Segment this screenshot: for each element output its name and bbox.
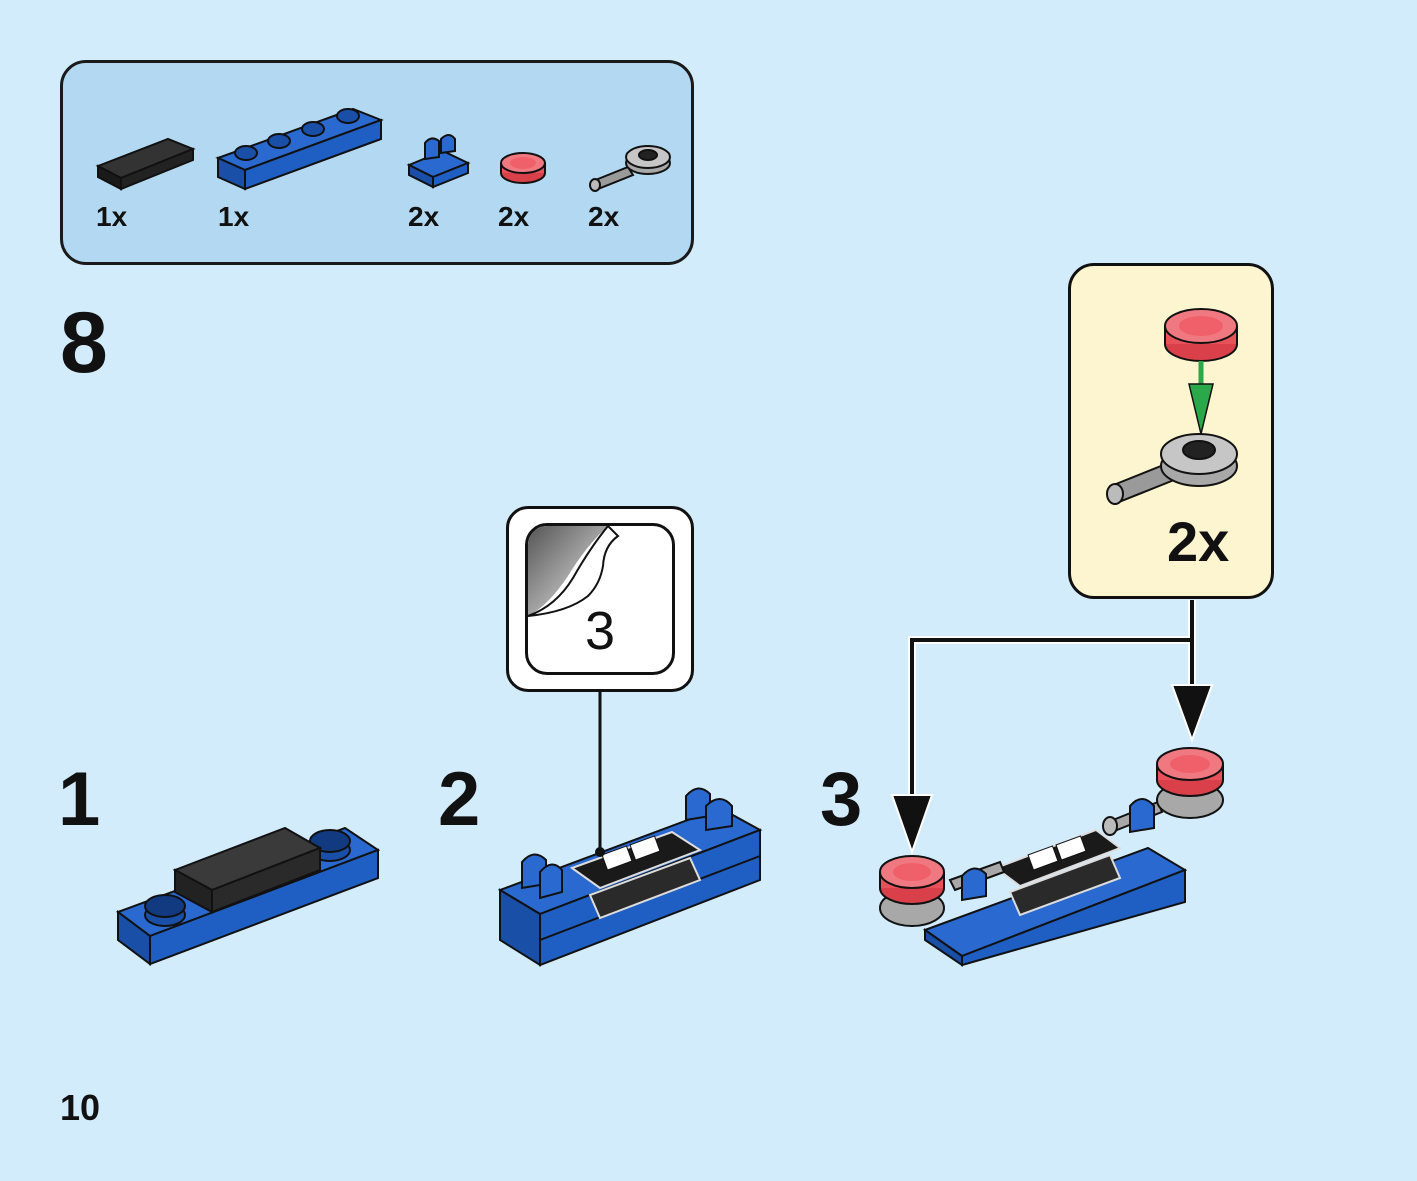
sticker-number: 3 — [584, 601, 616, 661]
part-qty: 2x — [408, 201, 440, 232]
page-number: 10 — [60, 1087, 101, 1128]
grey-bar-holder-icon — [1106, 433, 1238, 505]
blue-clip-plate-icon — [406, 134, 471, 189]
substep-1-model — [115, 826, 381, 966]
substep-number: 1 — [58, 757, 101, 842]
substep-2-model — [497, 692, 763, 967]
sub-assembly-qty: 2x — [1167, 510, 1230, 573]
green-arrow-icon — [1188, 361, 1214, 435]
part-qty: 1x — [218, 201, 250, 232]
part-qty: 2x — [588, 201, 620, 232]
sub-assembly-callout: 2x — [1068, 263, 1274, 599]
red-transparent-round-tile-icon — [1164, 308, 1238, 362]
substep-number: 2 — [438, 757, 481, 842]
blue-plate-1x4-icon — [215, 107, 384, 191]
substep-3-model — [879, 747, 1224, 967]
part-qty: 1x — [96, 201, 128, 232]
substep-number: 3 — [820, 757, 863, 842]
grey-bar-holder-icon — [589, 145, 671, 192]
black-tile-1x3-icon — [95, 137, 196, 191]
sticker-sheet-icon: 3 — [525, 523, 675, 675]
parts-list-art — [95, 107, 671, 192]
step-number: 8 — [60, 295, 108, 391]
parts-list-box: 1x 1x 2x 2x 2x — [60, 60, 694, 265]
sticker-callout: 3 — [506, 506, 694, 692]
sub-assembly-art — [1106, 308, 1238, 505]
part-qty: 2x — [498, 201, 530, 232]
red-transparent-round-tile-icon — [500, 152, 546, 184]
assembly-arrows — [890, 600, 1214, 856]
